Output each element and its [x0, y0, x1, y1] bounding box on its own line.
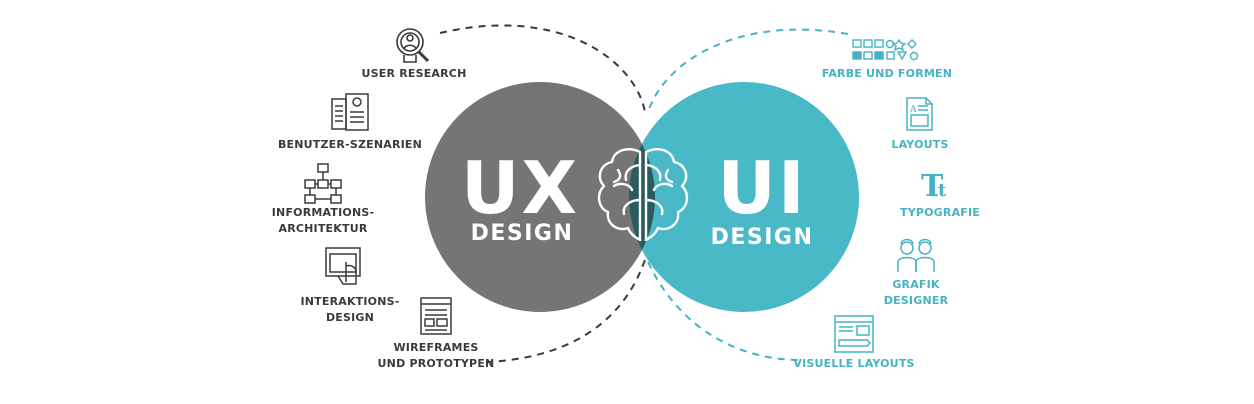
ux-label-wireframes: WIREFRAMES UND PROTOTYPEN [378, 340, 495, 372]
ui-label-typografie: TYPOGRAFIE [900, 205, 980, 221]
ux-subtitle: DESIGN [470, 221, 574, 246]
label-line: DESIGNER [883, 294, 949, 307]
layout-document-icon: A [906, 97, 933, 131]
ui-circle [629, 82, 859, 312]
ux-label-interaktionsdesign: INTERAKTIONS- DESIGN [300, 294, 399, 326]
label-line: GRAFIK [892, 278, 940, 291]
ux-label-informationsarchitektur: INFORMATIONS- ARCHITEKTUR [272, 205, 374, 237]
magnifier-user-icon [396, 28, 430, 63]
ux-dashed-arc [439, 24, 646, 363]
designers-icon [897, 238, 935, 272]
ux-circle [425, 82, 655, 312]
brain-icon [597, 148, 689, 242]
label-line: FARBE UND FORMEN [821, 67, 953, 80]
label-line: VISUELLE LAYOUTS [793, 357, 915, 370]
shapes-palette-icon [852, 38, 919, 61]
label-line: BENUTZER-SZENARIEN [277, 138, 423, 151]
label-line: LAYOUTS [891, 138, 949, 151]
wireframe-icon [420, 297, 452, 335]
svg-text:A: A [909, 105, 917, 115]
label-line: UND PROTOTYPEN [377, 357, 495, 370]
label-line: INFORMATIONS- [271, 206, 375, 219]
scenario-document-icon [331, 93, 369, 131]
ux-label-user-research: USER RESEARCH [362, 66, 467, 82]
ui-label-layouts: LAYOUTS [891, 137, 948, 153]
ui-title: UI [717, 146, 807, 230]
touch-screen-icon [325, 247, 361, 285]
ux-label-benutzer-szenarien: BENUTZER-SZENARIEN [278, 137, 422, 153]
svg-text:T: T [921, 169, 944, 204]
ui-label-grafik-designer: GRAFIK DESIGNER [884, 277, 948, 309]
ux-title: UX [461, 146, 579, 230]
label-line: TYPOGRAFIE [899, 206, 981, 219]
svg-text:t: t [938, 180, 947, 201]
ui-label-visuelle-layouts: VISUELLE LAYOUTS [793, 356, 914, 372]
flowchart-icon [304, 163, 342, 204]
label-line: USER RESEARCH [361, 67, 467, 80]
ui-subtitle: DESIGN [710, 225, 814, 250]
ui-dashed-arc [647, 28, 849, 361]
typography-icon: T t [921, 169, 947, 204]
visual-layout-icon [834, 315, 874, 353]
label-line: INTERAKTIONS- [300, 295, 400, 308]
label-line: WIREFRAMES [393, 341, 479, 354]
ui-label-farbe-und-formen: FARBE UND FORMEN [822, 66, 952, 82]
label-line: DESIGN [325, 311, 375, 324]
label-line: ARCHITEKTUR [278, 222, 368, 235]
